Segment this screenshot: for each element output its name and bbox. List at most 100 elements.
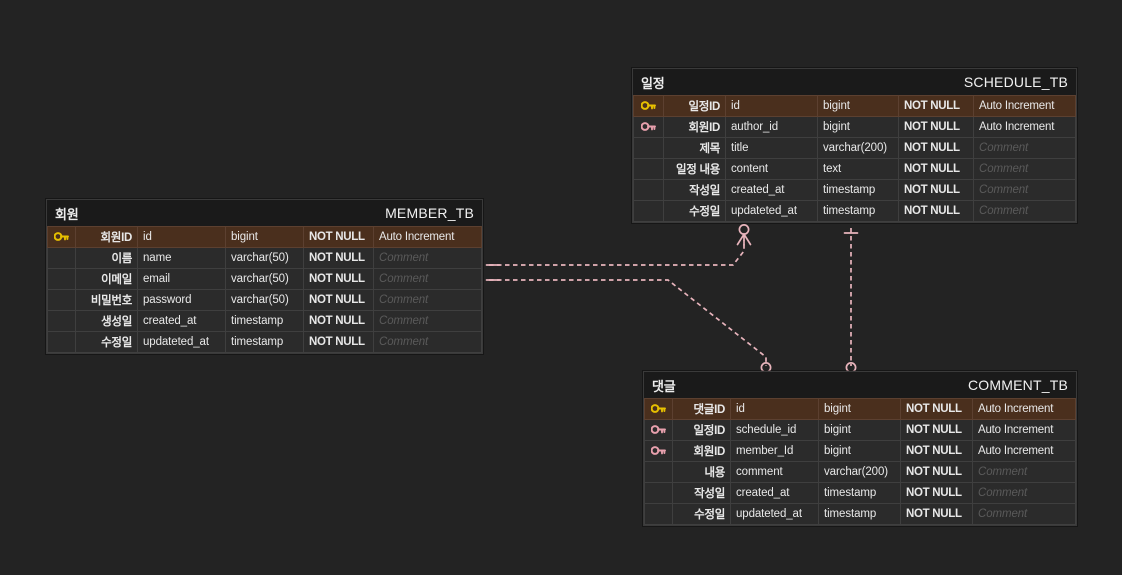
column-logical-name: 수정일 xyxy=(672,503,731,525)
column-extra: Comment xyxy=(973,200,1076,222)
column-physical-name: id xyxy=(137,226,226,248)
column-data-type: bigint xyxy=(817,95,899,117)
column-data-type: text xyxy=(817,158,899,180)
column-data-type: bigint xyxy=(817,116,899,138)
entity-title-bar: 댓글 COMMENT_TB xyxy=(644,372,1076,398)
column-key-cell xyxy=(633,95,664,117)
relationship-member-comment xyxy=(485,279,774,384)
column-nullable: NOT NULL xyxy=(900,440,973,462)
column-data-type: varchar(50) xyxy=(225,289,304,311)
column-key-cell xyxy=(47,268,76,290)
column-logical-name: 회원ID xyxy=(75,226,138,248)
entity-title-en: MEMBER_TB xyxy=(385,205,474,221)
column-physical-name: author_id xyxy=(725,116,818,138)
column-logical-name: 이름 xyxy=(75,247,138,269)
column-extra: Auto Increment xyxy=(373,226,482,248)
primary-key-icon xyxy=(54,232,69,242)
column-key-cell xyxy=(47,331,76,353)
column-nullable: NOT NULL xyxy=(900,398,973,420)
column-physical-name: email xyxy=(137,268,226,290)
column-logical-name: 생성일 xyxy=(75,310,138,332)
column-key-cell xyxy=(633,158,664,180)
column-extra: Comment xyxy=(972,482,1076,504)
column-key-cell xyxy=(644,398,673,420)
column-nullable: NOT NULL xyxy=(898,116,974,138)
column-key-cell xyxy=(644,461,673,483)
column-data-type: bigint xyxy=(818,440,901,462)
column-key-cell xyxy=(644,419,673,441)
column-nullable: NOT NULL xyxy=(303,289,374,311)
entity-title-en: COMMENT_TB xyxy=(968,377,1068,393)
column-logical-name: 작성일 xyxy=(672,482,731,504)
column-data-type: bigint xyxy=(818,398,901,420)
foreign-key-icon xyxy=(641,122,656,132)
column-extra: Auto Increment xyxy=(972,419,1076,441)
column-extra: Auto Increment xyxy=(973,95,1076,117)
column-nullable: NOT NULL xyxy=(900,503,973,525)
column-data-type: timestamp xyxy=(818,503,901,525)
column-data-type: varchar(200) xyxy=(818,461,901,483)
column-extra: Comment xyxy=(373,310,482,332)
column-data-type: bigint xyxy=(225,226,304,248)
column-data-type: varchar(50) xyxy=(225,268,304,290)
column-key-cell xyxy=(633,200,664,222)
primary-key-icon xyxy=(641,101,656,111)
column-physical-name: content xyxy=(725,158,818,180)
column-extra: Auto Increment xyxy=(972,440,1076,462)
column-physical-name: updateted_at xyxy=(730,503,819,525)
column-physical-name: schedule_id xyxy=(730,419,819,441)
column-key-cell xyxy=(47,289,76,311)
column-logical-name: 일정ID xyxy=(663,95,726,117)
column-logical-name: 작성일 xyxy=(663,179,726,201)
column-logical-name: 이메일 xyxy=(75,268,138,290)
column-data-type: varchar(50) xyxy=(225,247,304,269)
column-logical-name: 회원ID xyxy=(672,440,731,462)
column-nullable: NOT NULL xyxy=(898,95,974,117)
column-data-type: timestamp xyxy=(225,310,304,332)
column-logical-name: 제목 xyxy=(663,137,726,159)
column-logical-name: 수정일 xyxy=(75,331,138,353)
column-data-type: timestamp xyxy=(817,179,899,201)
column-key-cell xyxy=(47,310,76,332)
column-logical-name: 댓글ID xyxy=(672,398,731,420)
column-data-type: timestamp xyxy=(818,482,901,504)
column-physical-name: updateted_at xyxy=(137,331,226,353)
column-nullable: NOT NULL xyxy=(898,137,974,159)
column-key-cell xyxy=(644,440,673,462)
column-extra: Comment xyxy=(973,179,1076,201)
column-data-type: bigint xyxy=(818,419,901,441)
column-logical-name: 내용 xyxy=(672,461,731,483)
column-extra: Comment xyxy=(373,289,482,311)
column-nullable: NOT NULL xyxy=(303,310,374,332)
column-nullable: NOT NULL xyxy=(303,331,374,353)
column-extra: Comment xyxy=(373,268,482,290)
column-key-cell xyxy=(644,482,673,504)
column-physical-name: title xyxy=(725,137,818,159)
entity-title-ko: 댓글 xyxy=(652,378,676,394)
